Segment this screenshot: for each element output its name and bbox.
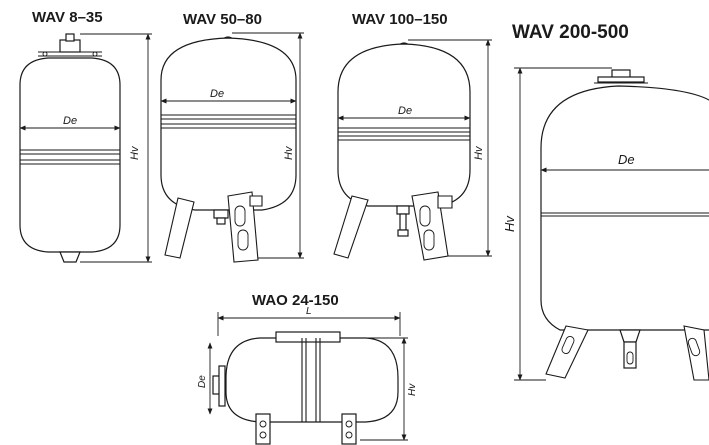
model-title-wav-8-35: WAV 8–35 [32,9,103,26]
diameter-label-wav-200-500: De [618,152,635,167]
height-label-wav-100-150: Hv [473,145,485,160]
height-label-wao-24-150: Hv [407,383,418,396]
length-label-wao-24-150: L [306,306,312,317]
model-title-wav-200-500: WAV 200-500 [512,22,629,43]
tank-wao-24-150: WAO 24-150 L De Hv [197,292,418,445]
diameter-label-wao-24-150: De [197,375,208,388]
tank-wav-100-150: WAV 100–150 De Hv [333,11,492,261]
model-title-wav-50-80: WAV 50–80 [183,11,262,28]
tank-wav-50-80: WAV 50–80 De Hv [160,11,304,263]
diameter-label-wav-8-35: De [63,115,77,127]
height-label-wav-8-35: Hv [129,145,141,160]
model-title-wao-24-150: WAO 24-150 [252,292,339,309]
diameter-label-wav-100-150: De [398,105,412,117]
tank-wav-200-500: WAV 200-500 De Hv [502,22,709,381]
model-title-wav-100-150: WAV 100–150 [352,11,448,28]
diameter-label-wav-50-80: De [210,88,224,100]
tank-wav-8-35: WAV 8–35 De Hv [19,9,152,263]
height-label-wav-50-80: Hv [283,145,295,160]
height-label-wav-200-500: Hv [502,215,517,232]
